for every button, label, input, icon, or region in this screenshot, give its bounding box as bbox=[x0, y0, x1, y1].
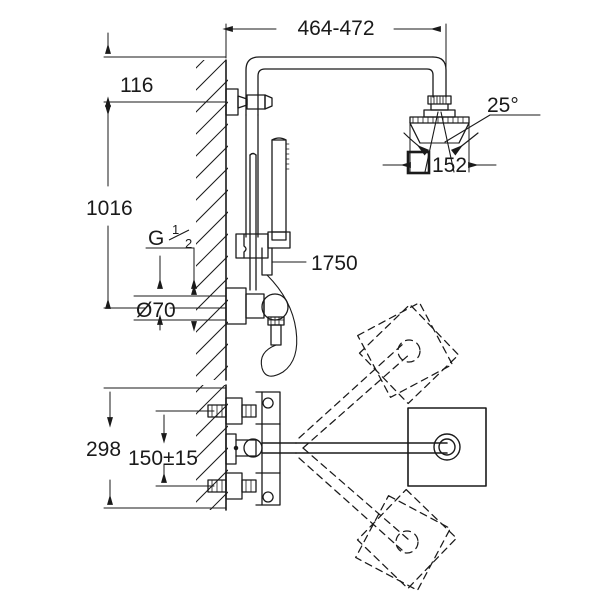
dimension-label-arm-reach: 464-472 bbox=[297, 17, 374, 40]
spray-cone-lines bbox=[424, 111, 455, 173]
head-width-dimension bbox=[382, 122, 497, 173]
wall-bracket-upper bbox=[225, 88, 273, 116]
dimension-arm-reach bbox=[222, 23, 447, 96]
dimension-label-thread: G 1 2 bbox=[148, 222, 192, 251]
thread-numerator: 1 bbox=[172, 222, 179, 237]
head-shower bbox=[409, 95, 470, 144]
mixer-body-upper bbox=[225, 287, 289, 346]
shower-hose bbox=[260, 274, 298, 377]
dimension-thread bbox=[145, 247, 197, 291]
dimension-label-riser-height: 1016 bbox=[86, 197, 133, 220]
wall-upper bbox=[196, 59, 228, 381]
dimension-inlet-spacing bbox=[133, 284, 227, 332]
thermostatic-mixer bbox=[207, 391, 297, 506]
dimension-label-spray-angle: 25° bbox=[487, 94, 519, 117]
spray-angle-arrows bbox=[403, 132, 479, 156]
spray-angle-leader bbox=[444, 114, 541, 143]
head-size-value: 152 bbox=[432, 154, 467, 177]
rail-holder bbox=[235, 231, 291, 276]
thread-denominator: 2 bbox=[185, 236, 192, 251]
slide-rail bbox=[249, 152, 257, 291]
riser-and-shower-arm bbox=[245, 56, 447, 238]
dimension-label-inlet-spacing: Ø70 bbox=[136, 299, 176, 322]
dimension-inlet-centres bbox=[155, 410, 215, 487]
dimension-riser-height bbox=[103, 96, 135, 309]
hand-shower bbox=[271, 137, 290, 241]
dimension-label-mixer-height: 298 bbox=[86, 438, 121, 461]
dimension-label-top-offset: 116 bbox=[120, 74, 153, 97]
dimension-label-hose-length: 1750 bbox=[311, 252, 358, 275]
lever-rotation-detail bbox=[295, 302, 487, 591]
dimension-label-head-size: 152 bbox=[406, 150, 467, 177]
square-symbol-icon bbox=[406, 150, 431, 175]
dimension-label-inlet-centres: 150±15 bbox=[128, 447, 198, 470]
thread-letter: G bbox=[148, 227, 164, 250]
dimension-mixer-height bbox=[103, 387, 227, 509]
